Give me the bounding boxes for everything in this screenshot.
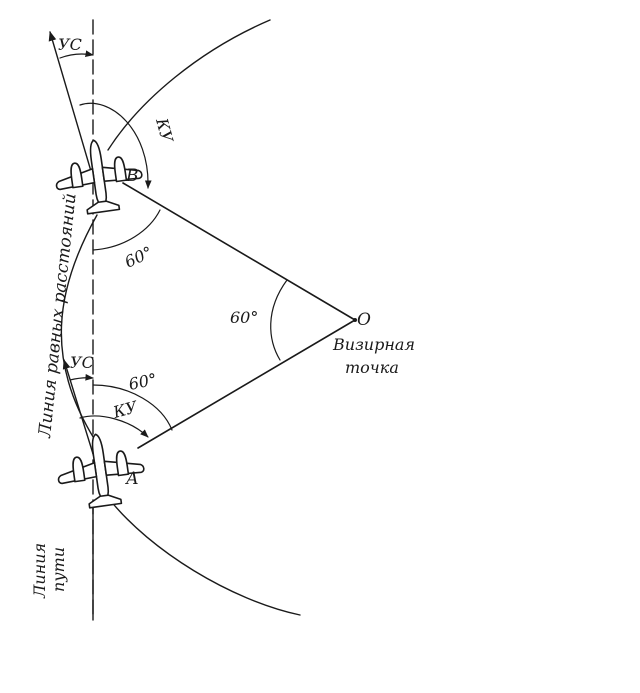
point-o-label: О [357, 310, 371, 330]
angle-arc-b [92, 209, 161, 251]
point-b-label: В [125, 166, 139, 186]
angle-o-label: 60° [230, 308, 258, 327]
heading-angle-arc-top [59, 50, 94, 59]
point-a-label: А [125, 469, 139, 489]
sighting-point-label-2: точка [345, 358, 399, 377]
heading-angle-arc-lower [69, 373, 94, 381]
outer-circle-arc-bottom [109, 499, 301, 616]
angle-b-label: 60° [122, 242, 156, 271]
heading-label-top: УС [58, 35, 82, 54]
line-a-o [137, 319, 356, 449]
heading-line-top [48, 31, 99, 196]
track-line-label-1: Линия [30, 543, 49, 599]
sighting-point-label-1: Визирная [332, 335, 415, 354]
bearing-label-top: КУ [152, 115, 177, 145]
equal-distance-line-label: Линия равных расстояний [35, 192, 81, 439]
angle-arc-a-60 [92, 384, 173, 431]
heading-label-lower: УС [70, 353, 94, 372]
track-line-label-2: пути [49, 547, 68, 592]
bearing-arc-top [79, 102, 152, 189]
line-b-o [122, 182, 356, 321]
point-o-dot [353, 318, 357, 322]
bearing-label-lower: КУ [110, 397, 140, 422]
angle-a-label: 60° [127, 369, 159, 393]
outer-circle-arc-top [107, 19, 271, 151]
bearing-arc-lower [79, 415, 149, 438]
angle-arc-o [270, 279, 288, 361]
